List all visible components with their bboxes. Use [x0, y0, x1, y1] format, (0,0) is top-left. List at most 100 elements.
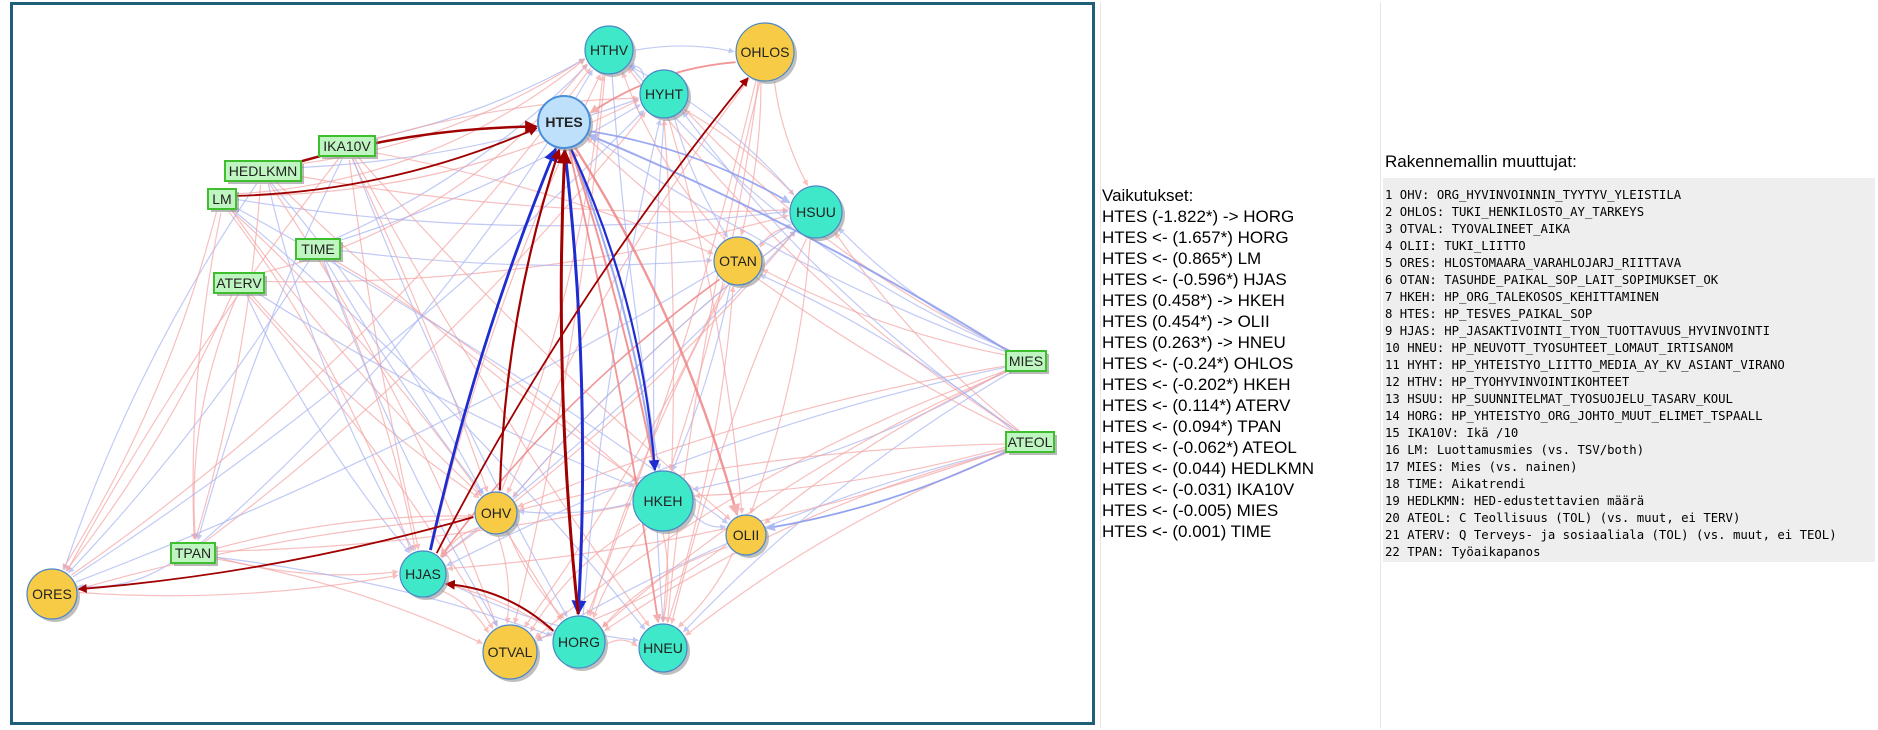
weak-edge — [749, 239, 811, 515]
weak-edge — [331, 248, 713, 267]
node-ores[interactable]: ORES — [26, 568, 80, 622]
svg-text:HYHT: HYHT — [645, 86, 684, 102]
weak-edge — [667, 285, 736, 623]
weak-edge — [588, 134, 1014, 356]
strong-edge — [563, 149, 587, 616]
weak-edge — [677, 552, 734, 628]
svg-text:HTHV: HTHV — [590, 42, 629, 58]
effect-line: HTES <- (0.114*) ATERV — [1102, 396, 1291, 415]
weak-edge — [62, 211, 218, 570]
variable-line: 22 TPAN: Työaikapanos — [1385, 545, 1541, 559]
node-htes[interactable]: HTES — [537, 95, 593, 151]
node-ohv[interactable]: OHV — [474, 491, 520, 537]
weak-edge — [518, 443, 1017, 512]
node-mies[interactable]: MIES — [1005, 350, 1049, 374]
variable-line: 18 TIME: Aikatrendi — [1385, 477, 1526, 491]
edge — [590, 130, 791, 204]
weak-edge — [360, 95, 639, 145]
variables-list: 1 OHV: ORG_HYVINVOINNIN_TYYTYV_YLEISTILA… — [1383, 178, 1875, 562]
weak-edge — [252, 213, 789, 283]
effects-list: Vaikutukset: HTES (-1.822*) -> HORG HTES… — [1102, 185, 1314, 542]
variable-line: 15 IKA10V: Ikä /10 — [1385, 426, 1519, 440]
weak-edge — [352, 158, 568, 618]
node-otval[interactable]: OTVAL — [482, 624, 540, 682]
variable-line: 19 HEDLKMN: HED-edustettavien määrä — [1385, 494, 1645, 508]
node-aterv[interactable]: ATERV — [213, 272, 267, 296]
weak-edge — [694, 443, 1017, 499]
node-hjas[interactable]: HJAS — [399, 550, 449, 600]
effect-line: HTES (0.454*) -> OLII — [1102, 312, 1270, 331]
node-hthv[interactable]: HTHV — [584, 25, 636, 77]
weak-edge — [524, 283, 726, 628]
weak-edge — [661, 532, 669, 623]
weak-edge — [65, 294, 233, 572]
variable-line: 1 OHV: ORG_HYVINVOINNIN_TYYTYV_YLEISTILA — [1385, 188, 1682, 202]
node-lm[interactable]: LM — [207, 188, 239, 212]
svg-text:HEDLKMN: HEDLKMN — [229, 163, 297, 179]
node-hedlkmn[interactable]: HEDLKMN — [224, 160, 304, 184]
weak-edge — [77, 556, 180, 590]
node-ateol[interactable]: ATEOL — [1005, 431, 1057, 455]
weak-edge — [445, 583, 554, 632]
node-hneu[interactable]: HNEU — [638, 623, 690, 675]
variable-line: 20 ATEOL: C Teollisuus (TOL) (vs. muut, … — [1385, 511, 1741, 525]
strong-edge — [235, 127, 538, 197]
panel-divider — [1100, 2, 1101, 728]
node-hsuu[interactable]: HSUU — [789, 185, 845, 241]
weak-edge — [838, 227, 1015, 354]
weak-edge — [270, 182, 484, 495]
effect-line: HTES <- (-0.596*) HJAS — [1102, 270, 1287, 289]
node-otan[interactable]: OTAN — [713, 236, 765, 288]
path-diagram-panel[interactable]: HTHV OHLOS HYHT HTES HSUU OTAN HKEH OLII OHV HJAS… — [10, 2, 1095, 725]
variable-line: 17 MIES: Mies (vs. nainen) — [1385, 460, 1578, 474]
strong-edge — [435, 77, 749, 554]
effect-line: HTES <- (0.865*) LM — [1102, 249, 1262, 268]
node-time[interactable]: TIME — [295, 238, 343, 262]
svg-text:HTES: HTES — [545, 114, 582, 130]
weak-edge — [582, 119, 662, 615]
weak-edge — [78, 573, 399, 597]
weak-edge — [682, 111, 1021, 433]
variable-line: 3 OTVAL: TYOVALINEET_AIKA — [1385, 222, 1571, 236]
weak-edge — [669, 238, 808, 625]
weak-edge — [671, 285, 731, 472]
svg-text:OTVAL: OTVAL — [488, 644, 533, 660]
strong-edge — [498, 148, 562, 491]
weak-edge — [62, 183, 258, 571]
svg-text:OTAN: OTAN — [719, 253, 757, 269]
weak-edge — [328, 256, 638, 483]
weak-edge — [739, 82, 762, 236]
node-hyht[interactable]: HYHT — [639, 69, 691, 121]
svg-text:ORES: ORES — [32, 586, 72, 602]
effect-line: HTES (0.263*) -> HNEU — [1102, 333, 1286, 352]
weak-edge — [230, 209, 482, 497]
edge — [766, 445, 1018, 532]
node-olii[interactable]: OLII — [725, 514, 769, 558]
variable-line: 21 ATERV: Q Terveys- ja sosiaaliala (TOL… — [1385, 528, 1837, 542]
weak-edge — [78, 514, 474, 590]
variable-line: 12 HTHV: HP_TYOHYVINVOINTIKOHTEET — [1385, 375, 1630, 389]
svg-text:TPAN: TPAN — [175, 545, 211, 561]
node-hkeh[interactable]: HKEH — [632, 470, 696, 534]
weak-edge — [518, 502, 632, 515]
node-ohlos[interactable]: OHLOS — [735, 22, 797, 84]
strong-edge — [77, 516, 474, 594]
edge — [574, 146, 741, 517]
weak-edge — [661, 119, 675, 623]
edge — [570, 148, 659, 471]
node-tpan[interactable]: TPAN — [170, 542, 218, 566]
weak-edge — [441, 590, 489, 634]
weak-edge — [75, 223, 792, 583]
svg-text:HJAS: HJAS — [405, 566, 441, 582]
weak-edge — [72, 109, 645, 578]
node-horg[interactable]: HORG — [552, 615, 608, 671]
effect-line: HTES (0.458*) -> HKEH — [1102, 291, 1285, 310]
panel-divider — [1380, 2, 1381, 728]
edge — [440, 278, 721, 558]
weak-edge — [201, 69, 593, 543]
path-diagram[interactable]: HTHV OHLOS HYHT HTES HSUU OTAN HKEH OLII OHV HJAS… — [13, 5, 1092, 722]
node-ika10v[interactable]: IKA10V — [318, 135, 378, 159]
strong-edge — [444, 579, 554, 632]
weak-edge — [497, 535, 511, 624]
weak-edge — [206, 556, 483, 644]
